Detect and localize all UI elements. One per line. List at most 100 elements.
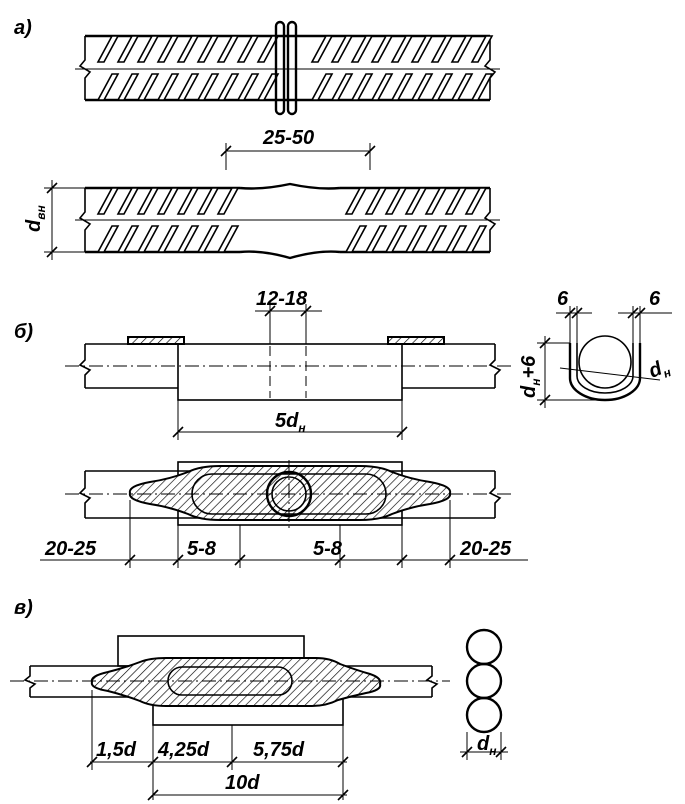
dim-left-weld: 20-25 bbox=[44, 538, 97, 560]
rebar-rib bbox=[450, 35, 474, 63]
rebar-rib bbox=[384, 225, 408, 253]
rebar-rib bbox=[344, 225, 368, 253]
rebar-rib bbox=[364, 225, 388, 253]
rebar-rib bbox=[216, 35, 240, 63]
rebar-rib bbox=[344, 187, 368, 215]
rebar-rib bbox=[364, 187, 388, 215]
rebar-rib bbox=[430, 35, 454, 63]
rebar-rib bbox=[430, 73, 454, 101]
part-b-top-dim-label: 12-18 bbox=[256, 288, 308, 310]
rebar-rib bbox=[330, 35, 354, 63]
part-b-top-view bbox=[65, 336, 515, 401]
rebar-rib bbox=[410, 73, 434, 101]
part-v-dimensions: 1,5d 4,25d 5,75d 10d bbox=[86, 690, 349, 801]
rebar-rib bbox=[96, 187, 120, 215]
rebar-rib bbox=[470, 73, 494, 101]
rebar-rib bbox=[176, 35, 200, 63]
part-b-length-label: 5dн bbox=[275, 410, 306, 435]
part-a-diameter-dimension: dвн bbox=[23, 180, 85, 260]
rebar-rib bbox=[216, 187, 240, 215]
rebar-rib bbox=[156, 225, 180, 253]
part-b-bottom-view bbox=[65, 460, 515, 530]
rebar-rib bbox=[96, 35, 120, 63]
part-v-view bbox=[10, 635, 450, 726]
dim-v-1: 1,5d bbox=[96, 739, 137, 761]
part-a-bottom-rebar bbox=[75, 182, 500, 260]
dim-v-3: 5,75d bbox=[253, 739, 305, 761]
part-b-top-dimension: 12-18 bbox=[255, 288, 322, 344]
part-a-gap-label: 25-50 bbox=[262, 127, 314, 149]
part-a-bottom-ribs bbox=[96, 187, 488, 253]
part-a-top-rebar bbox=[75, 20, 500, 116]
rebar-rib bbox=[96, 225, 120, 253]
dim-v-total: 10d bbox=[225, 772, 260, 794]
rebar-rib bbox=[156, 187, 180, 215]
rebar-rib bbox=[470, 35, 494, 63]
rebar-rib bbox=[236, 73, 260, 101]
rebar-rib bbox=[444, 225, 468, 253]
rebar-rib bbox=[116, 73, 140, 101]
rebar-rib bbox=[136, 73, 160, 101]
rebar-rib bbox=[350, 73, 374, 101]
rebar-rib bbox=[176, 225, 200, 253]
rebar-rib bbox=[310, 35, 334, 63]
rebar-rib bbox=[196, 73, 220, 101]
rebar-rib bbox=[424, 187, 448, 215]
rebar-rib bbox=[256, 35, 280, 63]
rebar-rib bbox=[464, 225, 488, 253]
rebar-rib bbox=[450, 73, 474, 101]
rebar-rib bbox=[176, 73, 200, 101]
rebar-rib bbox=[196, 35, 220, 63]
part-v-section: dн bbox=[460, 628, 508, 760]
rebar-rib bbox=[196, 225, 220, 253]
dim-right-weld: 20-25 bbox=[459, 538, 512, 560]
section-left-width: 6 bbox=[557, 288, 569, 310]
rebar-rib bbox=[216, 73, 240, 101]
label-part-v: в) bbox=[14, 597, 33, 619]
rebar-rib bbox=[370, 35, 394, 63]
rebar-rib bbox=[116, 225, 140, 253]
rebar-rib bbox=[136, 35, 160, 63]
rebar-rib bbox=[424, 225, 448, 253]
part-a-gap-dimension: 25-50 bbox=[220, 127, 376, 170]
rebar-rib bbox=[384, 187, 408, 215]
section-diameter-label: dн bbox=[646, 355, 674, 386]
section-height-label: dн+6 bbox=[518, 355, 543, 398]
rebar-rib bbox=[330, 73, 354, 101]
rebar-rib bbox=[136, 225, 160, 253]
rebar-rib bbox=[390, 73, 414, 101]
rebar-rib bbox=[404, 225, 428, 253]
part-a-top-ribs bbox=[96, 35, 494, 101]
rebar-rib bbox=[410, 35, 434, 63]
rebar-rib bbox=[156, 73, 180, 101]
rebar-rib bbox=[350, 35, 374, 63]
rebar-rib bbox=[116, 35, 140, 63]
rebar-rib bbox=[464, 187, 488, 215]
part-a-diameter-label: dвн bbox=[23, 205, 48, 232]
label-part-b: б) bbox=[14, 321, 33, 343]
dim-mid-left: 5-8 bbox=[187, 538, 217, 560]
rebar-rib bbox=[404, 187, 428, 215]
rebar-rib bbox=[256, 73, 280, 101]
rebar-rib bbox=[196, 187, 220, 215]
rebar-rib bbox=[116, 187, 140, 215]
rebar-rib bbox=[310, 73, 334, 101]
dim-mid-right: 5-8 bbox=[313, 538, 343, 560]
rebar-rib bbox=[176, 187, 200, 215]
dim-v-2: 4,25d bbox=[157, 739, 210, 761]
section-right-width: 6 bbox=[649, 288, 661, 310]
rebar-rib bbox=[216, 225, 240, 253]
rebar-rib bbox=[156, 35, 180, 63]
rebar-rib bbox=[236, 35, 260, 63]
part-b-length-dimension: 5dн bbox=[172, 400, 408, 440]
rebar-rib bbox=[390, 35, 414, 63]
rebar-rib bbox=[370, 73, 394, 101]
part-b-cross-section: 6 6 dн+6 dн bbox=[518, 288, 674, 408]
label-part-a: а) bbox=[14, 17, 32, 39]
rebar-rib bbox=[444, 187, 468, 215]
rebar-rib bbox=[96, 73, 120, 101]
part-b-bottom-dimensions: 20-25 5-8 5-8 20-25 bbox=[40, 500, 528, 568]
rebar-rib bbox=[136, 187, 160, 215]
part-v-diameter-label: dн bbox=[477, 733, 497, 758]
